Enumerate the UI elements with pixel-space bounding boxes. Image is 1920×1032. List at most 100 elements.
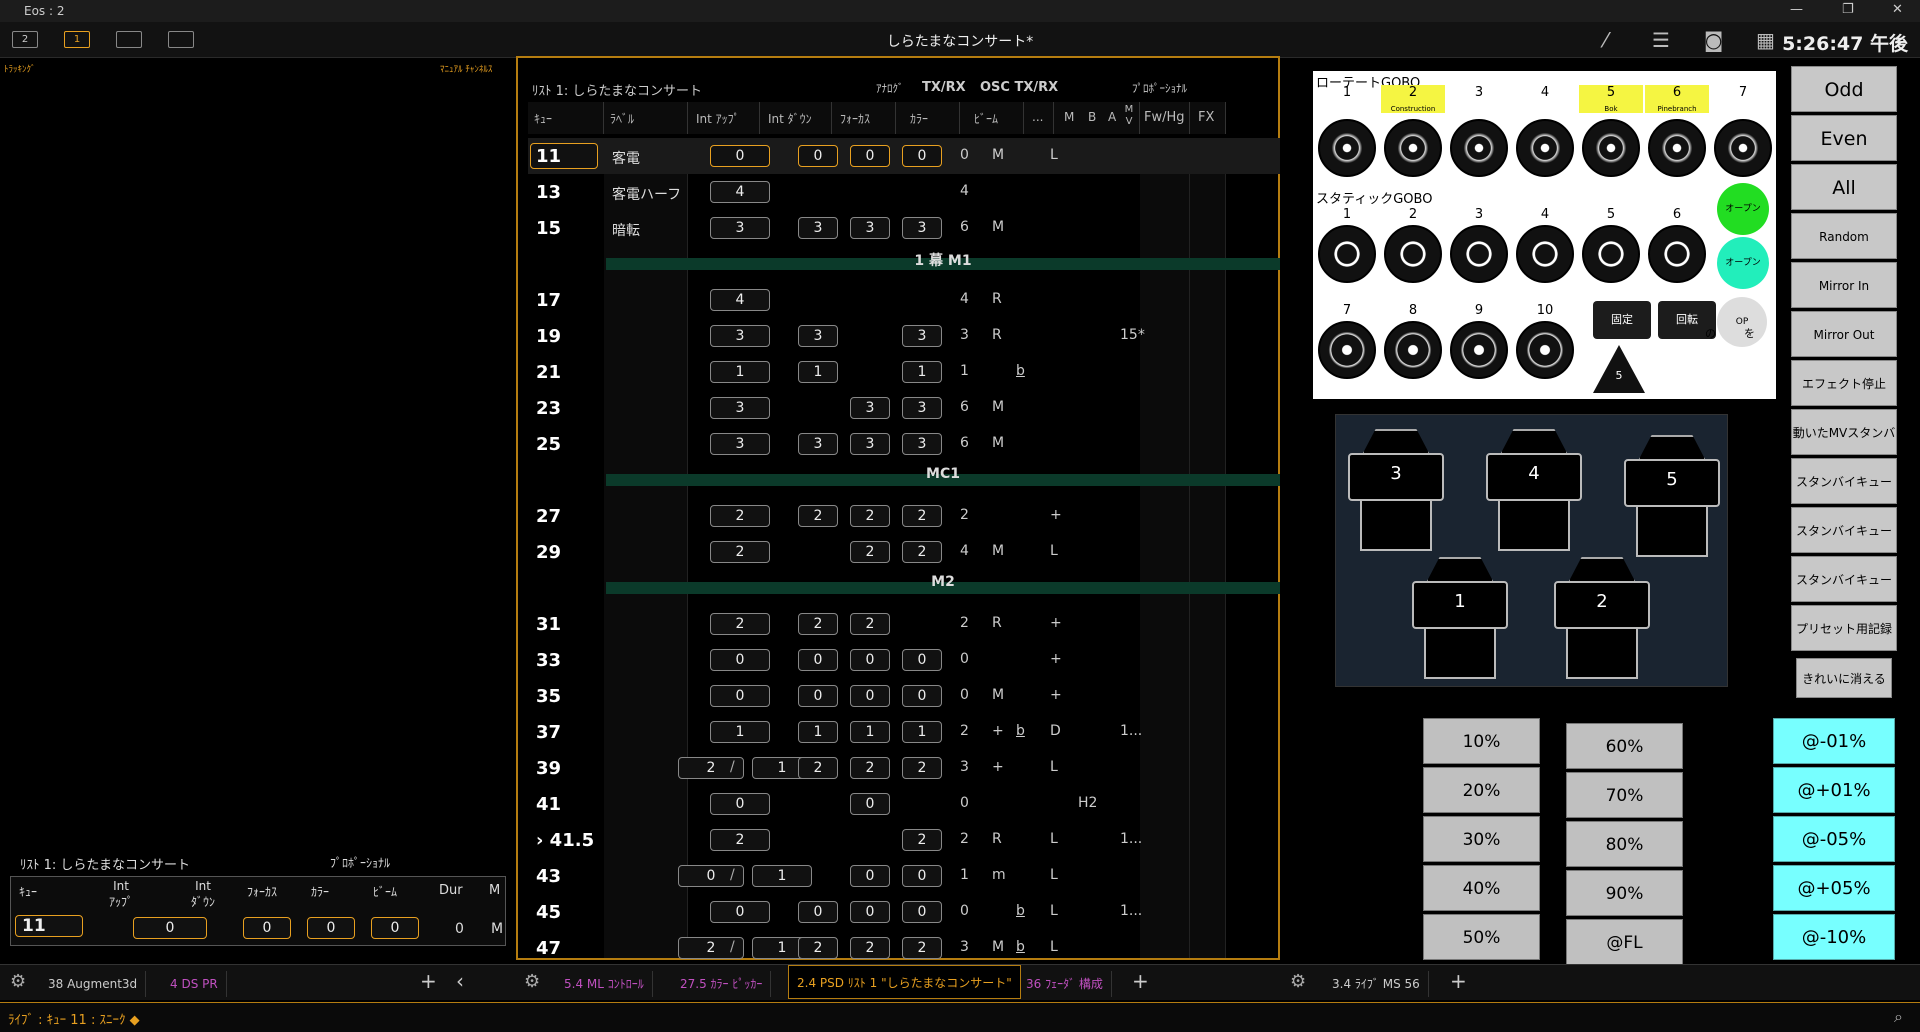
beam-cell[interactable]: 0 — [902, 901, 942, 923]
effect-button[interactable]: スタンバイキュー 普通 — [1791, 507, 1897, 584]
static-gobo-image[interactable] — [1450, 225, 1508, 283]
effect-button[interactable]: Mirror Out — [1791, 311, 1897, 357]
focus-cell[interactable]: 0 — [798, 685, 838, 707]
rotate-gobo-image[interactable] — [1714, 119, 1772, 177]
int-dn-cell[interactable]: 0 — [710, 145, 770, 167]
int-dn-cell[interactable]: 0 — [710, 793, 770, 815]
rotate-gobo-slot[interactable]: 5 — [1579, 85, 1643, 107]
offset-button-0[interactable]: @-01% — [1773, 718, 1895, 764]
col-label[interactable]: ﾗﾍﾞﾙ — [604, 102, 688, 134]
level-button-5[interactable]: 60% — [1566, 723, 1683, 769]
effect-button[interactable]: Even — [1791, 115, 1897, 161]
tab-color-picker[interactable]: 27.5 ｶﾗｰ ﾋﾟｯｶｰ — [672, 971, 772, 997]
int-dn-cell[interactable]: 1 — [710, 361, 770, 383]
rotate-gobo-image[interactable] — [1384, 119, 1442, 177]
tab-psd-list[interactable]: 2.4 PSD ﾘｽﾄ 1 "しらたまなコンサート" — [788, 965, 1021, 999]
int-dn-cell[interactable]: 2 — [710, 541, 770, 563]
workspace-2-icon[interactable]: 2 — [12, 31, 38, 48]
col-more[interactable]: ... — [1024, 102, 1054, 134]
open-button-2[interactable]: オープン — [1717, 237, 1769, 289]
static-gobo-image[interactable] — [1648, 225, 1706, 283]
rotate-gobo-slot[interactable]: 7 — [1711, 85, 1775, 107]
col-focus[interactable]: ﾌｫｰｶｽ — [832, 102, 896, 134]
int-up-cell[interactable]: 2 — [678, 937, 744, 959]
rotate-gobo-slot[interactable]: 6 — [1645, 85, 1709, 107]
restore-icon[interactable]: ❐ — [1842, 2, 1854, 17]
int-dn-cell[interactable]: 1 — [752, 757, 812, 779]
fixture-5[interactable]: 5 — [1624, 435, 1720, 560]
color-cell[interactable]: 2 — [850, 757, 890, 779]
effect-button[interactable]: スタンバイキュー 低優先 — [1791, 556, 1897, 633]
static-gobo-image[interactable] — [1318, 225, 1376, 283]
int-dn-cell[interactable]: 3 — [710, 397, 770, 419]
rotate-gobo-image[interactable] — [1318, 119, 1376, 177]
offset-button-3[interactable]: @+05% — [1773, 865, 1895, 911]
focus-cell[interactable]: 2 — [798, 937, 838, 959]
summary-cue[interactable]: 11 — [15, 915, 83, 937]
level-button-8[interactable]: 90% — [1566, 870, 1683, 916]
fixture-2[interactable]: 2 — [1554, 557, 1650, 682]
rotate-gobo-slot[interactable]: 4 — [1513, 85, 1577, 107]
focus-cell[interactable]: 1 — [798, 361, 838, 383]
focus-cell[interactable]: 0 — [798, 649, 838, 671]
beam-cell[interactable]: 0 — [902, 649, 942, 671]
fixture-4[interactable]: 4 — [1486, 429, 1582, 554]
col-cue[interactable]: ｷｭｰ — [528, 102, 604, 134]
rotate-button[interactable]: 回転 — [1658, 301, 1716, 339]
int-dn-cell[interactable]: 0 — [710, 685, 770, 707]
int-up-cell[interactable]: 2 — [678, 757, 744, 779]
focus-cell[interactable]: 2 — [798, 505, 838, 527]
focus-cell[interactable]: 3 — [798, 433, 838, 455]
int-dn-cell[interactable]: 3 — [710, 325, 770, 347]
col-int-dn[interactable]: Int ﾀﾞｳﾝ — [760, 102, 832, 134]
op-button[interactable]: OP — [1717, 297, 1767, 347]
beam-cell[interactable]: 2 — [902, 505, 942, 527]
chevron-left-icon[interactable]: ‹ — [456, 969, 464, 993]
int-dn-cell[interactable]: 2 — [710, 505, 770, 527]
current-cue-box[interactable] — [530, 143, 598, 169]
command-line[interactable]: ﾗｲﾌﾞ : ｷｭｰ 11 : ｽﾆｰｸ ◆ ⌕ — [0, 1002, 1920, 1032]
int-up-cell[interactable]: 0 — [678, 865, 744, 887]
color-cell[interactable]: 1 — [850, 721, 890, 743]
beam-cell[interactable]: 3 — [902, 397, 942, 419]
int-dn-cell[interactable]: 1 — [710, 721, 770, 743]
workspace-3-icon[interactable] — [116, 31, 142, 48]
static-gobo-image[interactable] — [1318, 321, 1376, 379]
int-dn-cell[interactable]: 0 — [710, 649, 770, 671]
color-cell[interactable]: 2 — [850, 505, 890, 527]
tab-ml-control[interactable]: 5.4 ML ｺﾝﾄﾛｰﾙ — [556, 971, 653, 997]
fixture-3[interactable]: 3 — [1348, 429, 1444, 554]
int-dn-cell[interactable]: 3 — [710, 217, 770, 239]
col-mba[interactable]: M B A M V — [1054, 102, 1140, 134]
tab-fader-config[interactable]: 36 ﾌｪｰﾀﾞ 構成 — [1018, 971, 1112, 997]
rotate-gobo-image[interactable] — [1582, 119, 1640, 177]
highlight-icon[interactable]: ☰ — [1652, 28, 1670, 52]
color-cell[interactable]: 0 — [850, 901, 890, 923]
level-button-9[interactable]: @FL — [1566, 919, 1683, 965]
color-cell[interactable]: 3 — [850, 397, 890, 419]
summary-beam[interactable]: 0 — [371, 917, 419, 939]
rotate-gobo-image[interactable] — [1516, 119, 1574, 177]
beam-cell[interactable]: 3 — [902, 433, 942, 455]
camera-icon[interactable]: ◙ — [1704, 28, 1724, 52]
wand-icon[interactable]: ⁄ — [1604, 28, 1608, 52]
effect-button[interactable]: All — [1791, 164, 1897, 210]
color-cell[interactable]: 0 — [850, 865, 890, 887]
int-dn-cell[interactable]: 1 — [752, 865, 812, 887]
beam-cell[interactable]: 2 — [902, 937, 942, 959]
level-button-0[interactable]: 10% — [1423, 718, 1540, 764]
